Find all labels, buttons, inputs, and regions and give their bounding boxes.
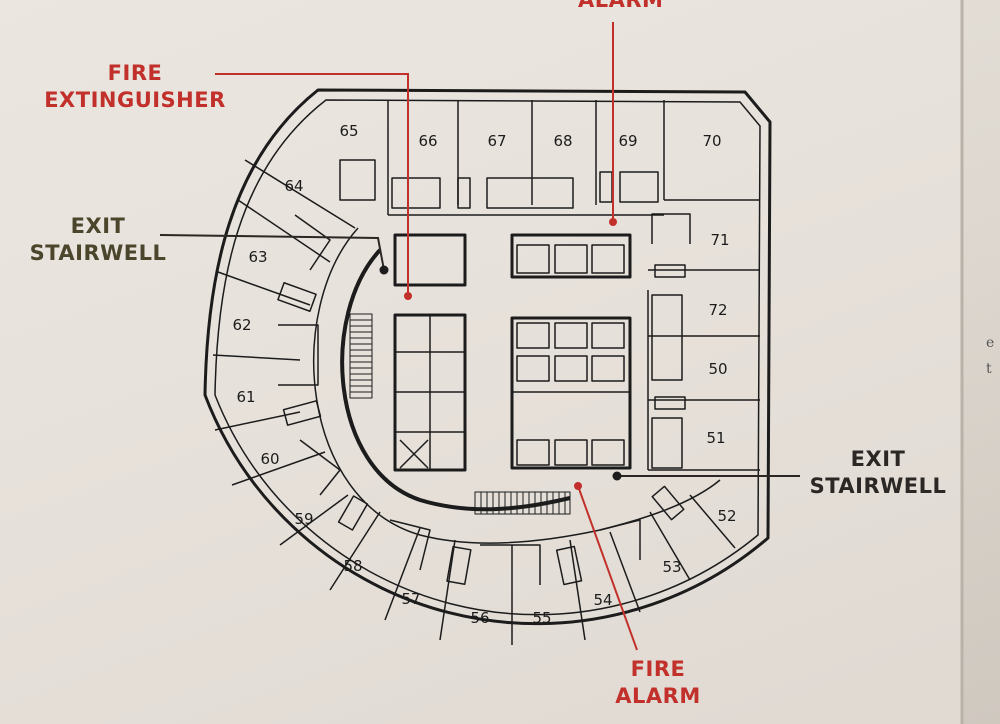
alarm-top-line2: ALARM [578, 0, 664, 12]
exit-stairwell-left-line2: STAIRWELL [29, 241, 167, 265]
fire-extinguisher-marker [404, 292, 412, 300]
building-outer-wall [203, 88, 772, 626]
room-number: 57 [401, 590, 420, 608]
room-number: 61 [236, 388, 255, 406]
room-number: 67 [487, 132, 506, 150]
room-number: 55 [532, 609, 551, 627]
room-number: 72 [708, 301, 727, 319]
alarm-top-marker [609, 218, 617, 226]
fire-alarm-bottom-label: FIRE ALARM [608, 656, 708, 710]
edge-letter: e [986, 335, 995, 351]
exit-stairwell-left-label: EXIT STAIRWELL [28, 213, 168, 267]
room-number: 58 [343, 557, 362, 575]
fire-alarm-bottom-line2: ALARM [615, 684, 701, 708]
room-number: 56 [470, 609, 489, 627]
stair-treads-south [474, 491, 571, 515]
room-number: 54 [593, 591, 612, 609]
radial-walls [212, 159, 736, 645]
room-number: 66 [418, 132, 437, 150]
alarm-top-label: ALARM [578, 0, 663, 14]
room-number: 62 [232, 316, 251, 334]
room-number: 65 [339, 122, 358, 140]
room-fixtures [277, 214, 685, 586]
building-inner-wall [214, 99, 761, 616]
fire-alarm-bottom-marker [574, 482, 582, 490]
exit-stairwell-right-marker [612, 471, 622, 481]
exit-stairwell-left-leader [159, 234, 385, 271]
fire-extinguisher-leader [215, 73, 409, 296]
stair-treads-west [349, 313, 373, 399]
room-number: 69 [618, 132, 637, 150]
exit-stairwell-right-line1: EXIT [850, 447, 906, 471]
room-number: 60 [260, 450, 279, 468]
exit-stairwell-left-line1: EXIT [70, 214, 126, 238]
north-room-walls [339, 100, 760, 216]
room-number: 71 [710, 231, 729, 249]
room-number: 50 [708, 360, 727, 378]
fire-extinguisher-line1: FIRE [107, 61, 163, 85]
sign-card [0, 0, 962, 724]
cropped-edge-text: e t [986, 330, 1000, 382]
room-number: 70 [702, 132, 721, 150]
exit-stairwell-right-label: EXIT STAIRWELL [808, 446, 948, 500]
fire-extinguisher-label: FIRE EXTINGUISHER [40, 60, 230, 114]
east-room-walls [647, 213, 760, 471]
room-number: 59 [294, 510, 313, 528]
fire-alarm-bottom-line1: FIRE [630, 657, 686, 681]
room-number: 68 [553, 132, 572, 150]
edge-letter: t [986, 361, 992, 377]
room-number: 51 [706, 429, 725, 447]
room-number: 53 [662, 558, 681, 576]
room-number: 64 [284, 177, 303, 195]
core-block [393, 233, 632, 472]
fire-alarm-bottom-leader [577, 485, 638, 651]
fire-extinguisher-line2: EXTINGUISHER [44, 88, 226, 112]
room-number: 63 [248, 248, 267, 266]
exit-stairwell-left-marker [379, 265, 389, 275]
exit-stairwell-right-line2: STAIRWELL [809, 474, 947, 498]
corridor-outer-wall [313, 227, 721, 544]
room-number: 52 [717, 507, 736, 525]
corridor-inner-wall [340, 248, 571, 512]
